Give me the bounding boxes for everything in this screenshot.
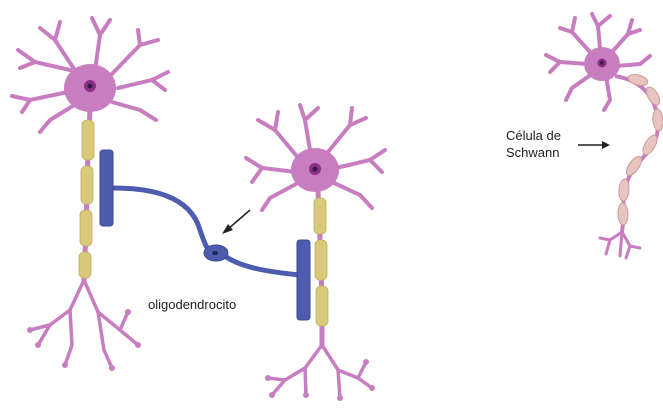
oligodendrocyte-sheath-right xyxy=(297,240,310,320)
left-neuron-axon-terminals xyxy=(30,280,138,368)
oligodendrocyte-process-right xyxy=(222,254,300,275)
schwann-neuron-nucleolus xyxy=(600,61,604,65)
left-neuron xyxy=(12,18,168,371)
oligodendrocyte-label: oligodendrocito xyxy=(148,297,236,313)
oligodendrocyte-sheath-left xyxy=(100,150,113,226)
right-myelin-segments xyxy=(314,198,328,326)
schwann-neuron-axon-terminals xyxy=(600,232,640,258)
oligodendrocyte-process-left xyxy=(112,188,214,254)
left-myelin-segments xyxy=(79,120,94,278)
schwann-neuron xyxy=(546,14,663,258)
schwann-cell-label-line1: Célula de xyxy=(506,128,561,144)
oligodendrocyte xyxy=(100,150,310,320)
left-neuron-nucleolus xyxy=(88,84,93,89)
right-neuron-axon-terminals xyxy=(268,345,372,398)
schwann-arrow xyxy=(578,141,610,149)
schwann-cell-label-line2: Schwann xyxy=(506,145,559,161)
right-neuron-nucleolus xyxy=(313,167,318,172)
oligodendrocyte-arrow xyxy=(222,210,250,234)
right-neuron xyxy=(246,105,385,401)
oligodendrocyte-nucleus xyxy=(212,251,218,255)
